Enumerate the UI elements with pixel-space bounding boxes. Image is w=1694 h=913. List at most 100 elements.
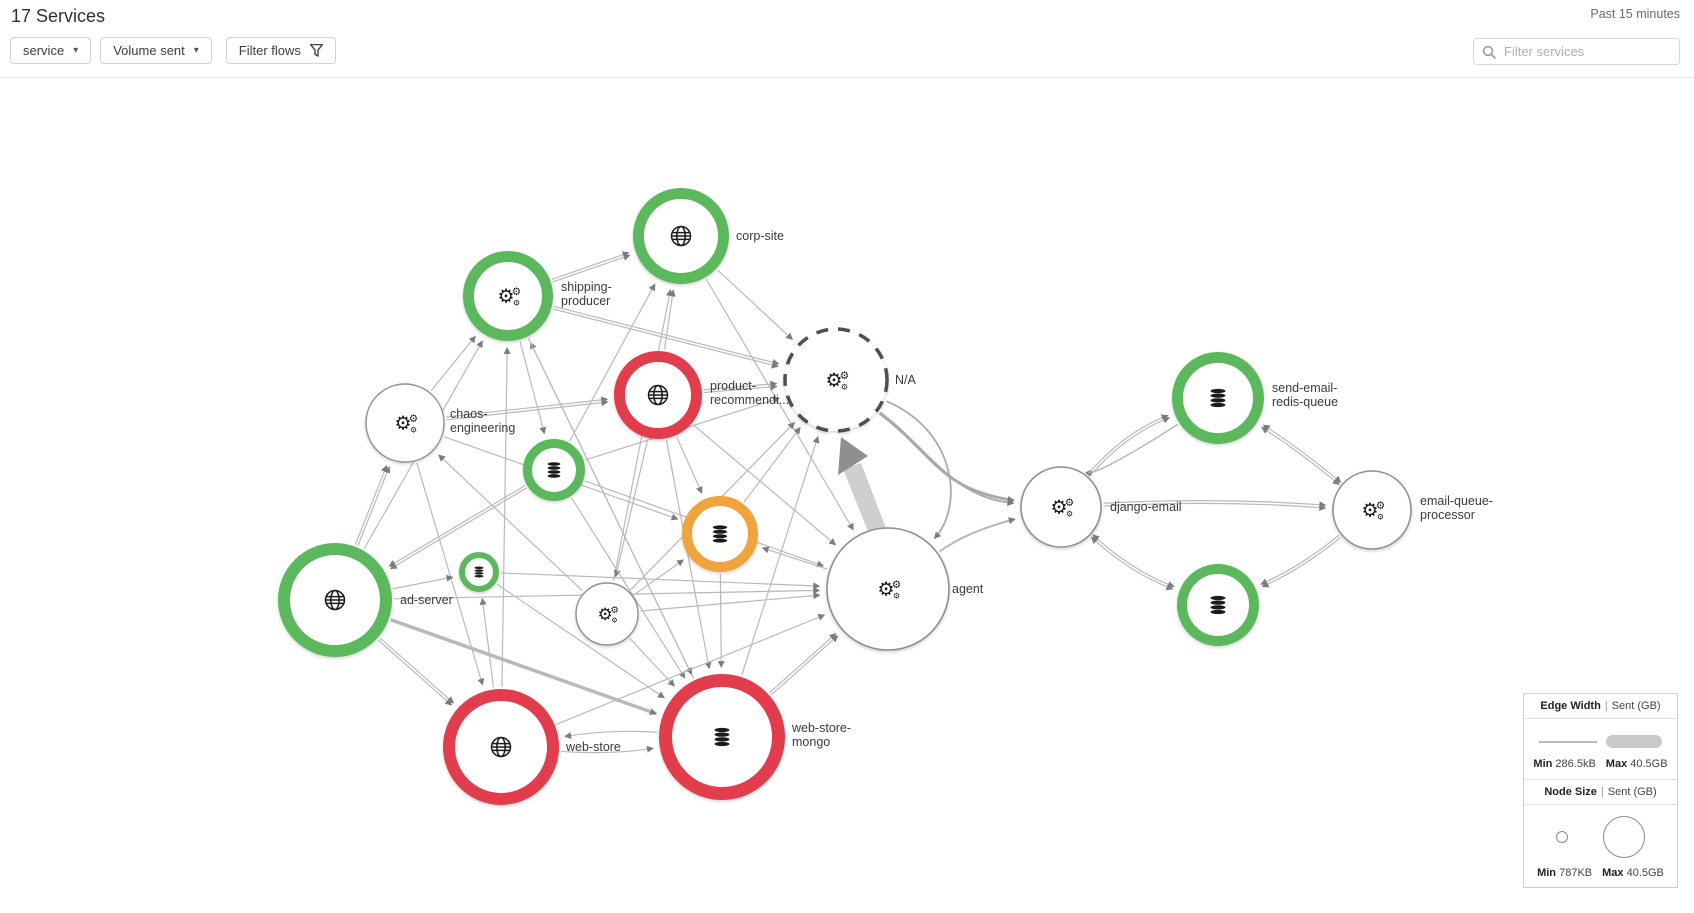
- svg-text:⚙: ⚙: [1050, 497, 1067, 519]
- chaos-engineering-circle[interactable]: [365, 383, 445, 463]
- edge-product-recommend-to-na: [703, 380, 778, 391]
- node-agent[interactable]: ⚙⚙⚙agent: [826, 527, 984, 651]
- edge-product-recommend-to-corp-site: [663, 289, 676, 350]
- edge-shipping-producer-to-na: [553, 308, 779, 369]
- edge-web-store-to-agent: [556, 614, 826, 725]
- svg-text:⚙: ⚙: [611, 616, 617, 625]
- node-green-db-2[interactable]: [1177, 564, 1259, 646]
- node-web-store-mongo[interactable]: web-store-mongo: [659, 674, 852, 800]
- edge-email-queue-processor-to-send-email-redis-queue: [1261, 426, 1340, 486]
- filter-services-searchbox[interactable]: [1473, 38, 1682, 65]
- node-corp-site[interactable]: corp-site: [633, 188, 784, 284]
- node-green-db-1[interactable]: [523, 439, 585, 501]
- tiny-green-db-circle[interactable]: [459, 552, 499, 592]
- node-tiny-green-db[interactable]: [459, 552, 499, 592]
- database-icon: [1210, 595, 1226, 615]
- edge-ad-server-to-tiny-green-db: [392, 574, 454, 590]
- edge-web-store-mongo-to-na: [741, 435, 820, 676]
- globe-icon: [670, 225, 692, 247]
- edge-ad-server-to-chaos-engineering: [354, 464, 388, 545]
- legend: Edge Width|Sent (GB) Min 286.5kB Max 40.…: [1523, 693, 1678, 888]
- node-na[interactable]: ⚙⚙⚙ N/A: [783, 327, 917, 433]
- edge-shipping-producer-to-corp-site: [551, 251, 630, 280]
- node-small-gears[interactable]: ⚙⚙⚙: [575, 582, 639, 646]
- svg-text:⚙: ⚙: [1377, 513, 1384, 522]
- svg-text:⚙: ⚙: [497, 286, 514, 308]
- node-shipping-producer[interactable]: ⚙⚙⚙shipping-producer: [463, 251, 612, 341]
- node-label-shipping-producer: shipping-: [561, 280, 612, 294]
- header-divider: [0, 77, 1694, 78]
- edge-django-email-to-green-db-2: [1092, 534, 1175, 588]
- edge-django-email-to-email-queue-processor: [1103, 500, 1327, 509]
- metric-dropdown[interactable]: Volume sent ▾: [100, 37, 212, 64]
- django-email-circle[interactable]: [1020, 466, 1102, 548]
- filter-services-input[interactable]: [1502, 43, 1682, 60]
- edge-django-email-to-email-queue-processor: [1103, 502, 1327, 511]
- edge-ad-server-to-web-store-mongo: [390, 618, 658, 716]
- node-django-email[interactable]: ⚙⚙⚙django-email: [1020, 466, 1182, 548]
- node-label-ad-server: ad-server: [400, 593, 453, 607]
- chevron-down-icon: ▾: [193, 45, 199, 56]
- agent-circle[interactable]: [826, 527, 950, 651]
- node-orange-db[interactable]: [682, 496, 758, 572]
- edge-ad-server-to-chaos-engineering: [357, 465, 391, 546]
- edge-web-store-mongo-to-agent: [771, 635, 839, 696]
- node-label-na: N/A: [895, 373, 917, 387]
- legend-edge-width-header: Edge Width|Sent (GB): [1524, 694, 1677, 719]
- svg-text:⚙: ⚙: [840, 370, 849, 382]
- gears-icon: ⚙⚙⚙: [598, 605, 619, 625]
- group-by-dropdown[interactable]: service ▾: [10, 37, 92, 64]
- edge-chaos-engineering-to-shipping-producer: [430, 335, 476, 391]
- edge-green-db-1-to-ad-server: [388, 485, 526, 567]
- filter-flows-label: Filter flows: [238, 43, 301, 58]
- edge-agent-to-orange-db: [761, 546, 828, 570]
- green-db-2-circle[interactable]: [1177, 564, 1259, 646]
- legend-node-minmax: Min 787KB Max 40.5GB: [1537, 867, 1664, 879]
- edge-email-queue-processor-to-green-db-2: [1260, 534, 1340, 585]
- svg-text:⚙: ⚙: [512, 286, 521, 298]
- node-send-email-redis-queue[interactable]: send-email-redis-queue: [1172, 352, 1339, 444]
- edge-web-store-mongo-to-web-store: [564, 730, 658, 739]
- edge-green-db-1-to-web-store-mongo: [571, 497, 686, 679]
- legend-node-size-header: Node Size|Sent (GB): [1524, 780, 1677, 805]
- node-email-queue-processor[interactable]: ⚙⚙⚙email-queue-processor: [1332, 470, 1493, 550]
- node-label-product-recommend: product-: [710, 379, 756, 393]
- green-db-1-circle[interactable]: [523, 439, 585, 501]
- node-label-chaos-engineering: engineering: [450, 421, 515, 435]
- edge-web-store-mongo-to-agent: [769, 633, 837, 694]
- send-email-redis-queue-circle[interactable]: [1172, 352, 1264, 444]
- gears-icon: ⚙⚙⚙: [497, 286, 521, 308]
- orange-db-circle[interactable]: [682, 496, 758, 572]
- email-queue-processor-circle[interactable]: [1332, 470, 1412, 550]
- legend-edge-minmax: Min 286.5kB Max 40.5GB: [1524, 758, 1677, 780]
- na-circle[interactable]: [783, 327, 889, 433]
- svg-text:⚙: ⚙: [1376, 500, 1385, 512]
- edge-web-store-to-tiny-green-db: [479, 597, 495, 688]
- shipping-producer-circle[interactable]: [463, 251, 553, 341]
- node-label-web-store-mongo: mongo: [792, 735, 830, 749]
- edge-na-to-agent: [886, 400, 952, 540]
- node-product-recommend[interactable]: product-recommendi...: [614, 351, 790, 439]
- gears-icon: ⚙⚙⚙: [825, 370, 849, 392]
- node-label-send-email-redis-queue: send-email-: [1272, 381, 1337, 395]
- database-icon: [547, 462, 561, 478]
- edge-chaos-engineering-to-product-recommend: [446, 399, 609, 421]
- node-label-agent: agent: [952, 582, 984, 596]
- metric-dropdown-label: Volume sent: [113, 43, 185, 58]
- edge-tiny-green-db-to-agent: [500, 572, 821, 590]
- edge-web-store-to-shipping-producer: [501, 346, 511, 688]
- edge-shipping-producer-to-green-db-1: [519, 341, 547, 435]
- filter-flows-button[interactable]: Filter flows: [225, 37, 336, 64]
- small-gears-circle[interactable]: [575, 582, 639, 646]
- svg-text:⚙: ⚙: [892, 579, 901, 591]
- web-store-mongo-circle[interactable]: [659, 674, 785, 800]
- legend-max-edge-swatch: [1606, 735, 1663, 748]
- edge-small-gears-to-web-store-mongo: [629, 638, 675, 687]
- edge-email-queue-processor-to-send-email-redis-queue: [1262, 424, 1342, 483]
- node-chaos-engineering[interactable]: ⚙⚙⚙chaos-engineering: [365, 383, 515, 463]
- svg-text:⚙: ⚙: [841, 383, 848, 392]
- edge-orange-db-to-na: [743, 426, 801, 503]
- node-ad-server[interactable]: ad-server: [278, 543, 453, 657]
- node-web-store[interactable]: web-store: [443, 689, 621, 805]
